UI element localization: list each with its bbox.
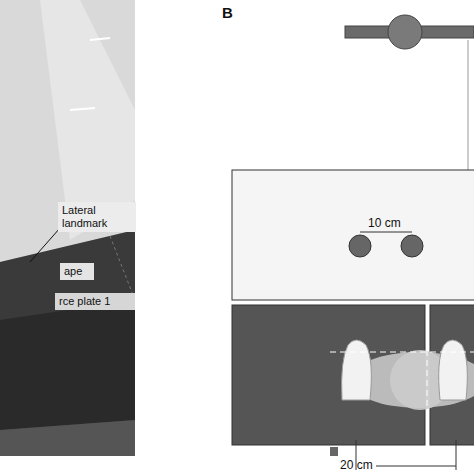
label-text: rce plate 1 bbox=[59, 295, 131, 308]
walkway-area bbox=[232, 170, 474, 300]
tape-mark bbox=[70, 108, 95, 110]
mat-seam bbox=[110, 236, 135, 300]
dimension-line bbox=[376, 466, 456, 467]
dimension-line bbox=[360, 232, 412, 233]
walkway-floor bbox=[0, 0, 135, 262]
label-text: ape bbox=[64, 265, 90, 278]
walkway-mat bbox=[0, 230, 135, 456]
panel-divider bbox=[135, 0, 139, 474]
label-box: ape bbox=[60, 263, 94, 280]
foot bbox=[439, 340, 468, 400]
label-box: Lateral landmark bbox=[58, 202, 136, 232]
walkway-strip bbox=[40, 0, 135, 240]
dimension-label: 20 cm bbox=[340, 458, 373, 472]
photo-background bbox=[0, 0, 135, 456]
foot bbox=[342, 340, 372, 400]
label-text: Lateral landmark bbox=[62, 204, 132, 230]
landmark-circle bbox=[349, 235, 371, 257]
dashed-guide bbox=[427, 310, 428, 440]
label-box: rce plate 1 bbox=[55, 293, 135, 310]
tape-mark bbox=[90, 38, 110, 40]
dimension-label: 10 cm bbox=[368, 216, 401, 230]
plate-edge bbox=[0, 420, 135, 456]
dashed-guide bbox=[330, 352, 474, 353]
connector-block bbox=[330, 447, 338, 456]
panel-label: B bbox=[222, 4, 233, 21]
top-head bbox=[388, 15, 422, 49]
force-plate bbox=[0, 300, 135, 430]
landmark-circle bbox=[401, 235, 423, 257]
leader-line bbox=[30, 228, 60, 262]
